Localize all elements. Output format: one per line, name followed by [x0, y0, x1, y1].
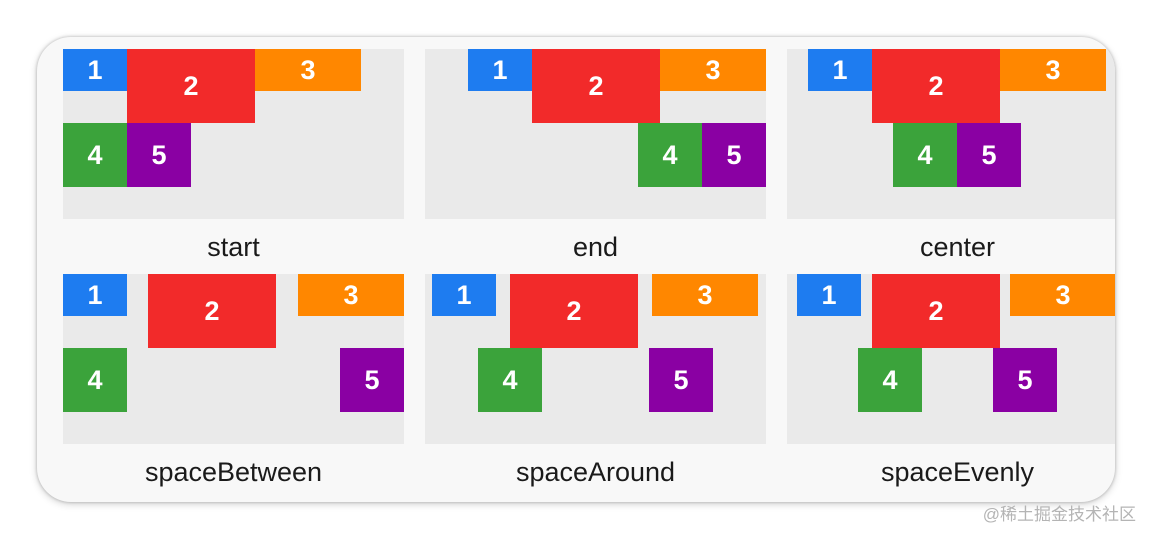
diagram-card: 1 2 3 4 5 start 1 2 3 4 5 end 1 2 3 4 5 …: [37, 37, 1115, 502]
caption-start: start: [207, 232, 260, 262]
box-1: 1: [468, 49, 532, 91]
box-2: 2: [872, 49, 1000, 123]
box-5: 5: [993, 348, 1057, 412]
box-5: 5: [127, 123, 191, 187]
caption-end: end: [572, 232, 619, 262]
box-4: 4: [478, 348, 542, 412]
caption-space-between: spaceBetween: [144, 457, 323, 487]
box-2: 2: [148, 274, 276, 348]
box-2: 2: [872, 274, 1000, 348]
box-4: 4: [893, 123, 957, 187]
panel-end: 1 2 3 4 5: [425, 49, 766, 219]
panel-space-evenly: 1 2 3 4 5: [787, 274, 1115, 444]
box-4: 4: [858, 348, 922, 412]
watermark: @稀土掘金技术社区: [982, 505, 1136, 524]
caption-space-evenly: spaceEvenly: [880, 457, 1035, 487]
box-1: 1: [63, 49, 127, 91]
caption-center: center: [919, 232, 996, 262]
panel-center: 1 2 3 4 5: [787, 49, 1115, 219]
box-2: 2: [510, 274, 638, 348]
box-3: 3: [255, 49, 361, 91]
box-3: 3: [298, 274, 404, 316]
box-4: 4: [638, 123, 702, 187]
box-1: 1: [432, 274, 496, 316]
box-3: 3: [660, 49, 766, 91]
box-2: 2: [532, 49, 660, 123]
box-3: 3: [1010, 274, 1115, 316]
panel-start: 1 2 3 4 5: [63, 49, 404, 219]
box-1: 1: [808, 49, 872, 91]
box-1: 1: [797, 274, 861, 316]
box-3: 3: [1000, 49, 1106, 91]
box-5: 5: [957, 123, 1021, 187]
box-4: 4: [63, 123, 127, 187]
box-5: 5: [649, 348, 713, 412]
box-5: 5: [702, 123, 766, 187]
box-2: 2: [127, 49, 255, 123]
caption-space-around: spaceAround: [515, 457, 676, 487]
box-3: 3: [652, 274, 758, 316]
box-4: 4: [63, 348, 127, 412]
box-1: 1: [63, 274, 127, 316]
panel-space-between: 1 2 3 4 5: [63, 274, 404, 444]
box-5: 5: [340, 348, 404, 412]
panel-space-around: 1 2 3 4 5: [425, 274, 766, 444]
